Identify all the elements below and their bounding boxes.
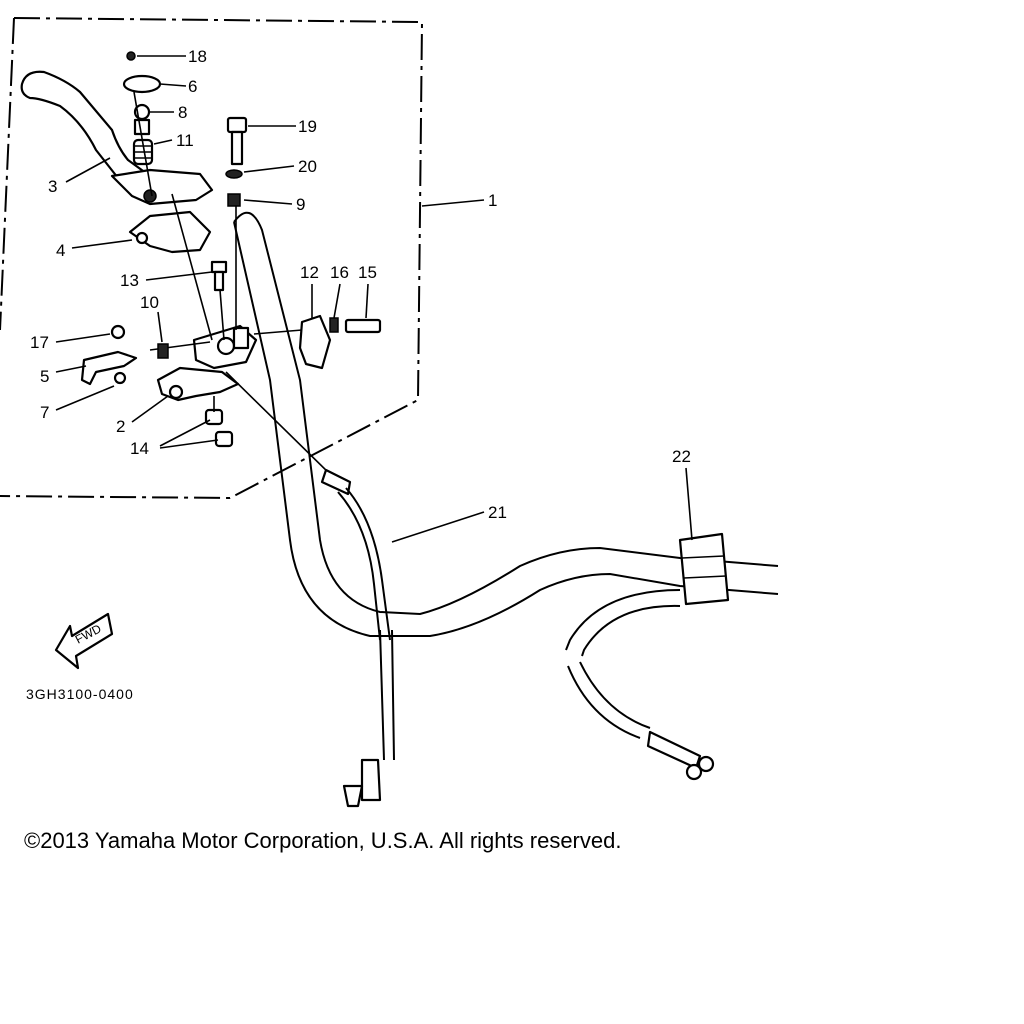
callout-8: 8 bbox=[178, 103, 187, 122]
callout-1: 1 bbox=[488, 191, 497, 210]
callout-11: 11 bbox=[176, 131, 194, 150]
bracket bbox=[128, 210, 212, 254]
right-clamp bbox=[298, 314, 382, 370]
callout-17: 17 bbox=[30, 333, 49, 352]
assembly-boundary bbox=[0, 17, 424, 500]
callout-4: 4 bbox=[56, 241, 65, 260]
callout-2: 2 bbox=[116, 417, 125, 436]
callout-12: 12 bbox=[300, 263, 319, 282]
callout-14: 14 bbox=[130, 439, 149, 458]
bolt-19 bbox=[225, 116, 248, 207]
callout-5: 5 bbox=[40, 367, 49, 386]
cable-21 bbox=[320, 468, 395, 808]
callout-22: 22 bbox=[672, 447, 691, 466]
screw-13 bbox=[210, 260, 228, 292]
callout-16: 16 bbox=[330, 263, 349, 282]
callout-19: 19 bbox=[298, 117, 317, 136]
callout-3: 3 bbox=[48, 177, 57, 196]
lever-housing bbox=[110, 168, 214, 206]
callout-13: 13 bbox=[120, 271, 139, 290]
small-lever bbox=[80, 324, 138, 386]
callout-20: 20 bbox=[298, 157, 317, 176]
callout-6: 6 bbox=[188, 77, 197, 96]
diagram-code: 3GH3100-0400 bbox=[26, 686, 134, 702]
switch-22 bbox=[565, 532, 730, 781]
callout-7: 7 bbox=[40, 403, 49, 422]
fwd-arrow-icon: FWD bbox=[54, 612, 114, 670]
assembly-boundary-left bbox=[0, 17, 15, 331]
copyright-notice: ©2013 Yamaha Motor Corporation, U.S.A. A… bbox=[24, 828, 622, 853]
pivot-plate bbox=[122, 51, 162, 136]
callouts: 18 6 8 11 3 4 19 20 9 1 13 10 17 5 7 2 1… bbox=[30, 47, 691, 522]
switch-body bbox=[149, 324, 258, 370]
assembly-lines bbox=[133, 91, 335, 479]
callout-21: 21 bbox=[488, 503, 507, 522]
callout-15: 15 bbox=[358, 263, 377, 282]
callout-9: 9 bbox=[296, 195, 305, 214]
handlebar bbox=[233, 211, 779, 637]
callout-leaders bbox=[55, 55, 693, 543]
callout-18: 18 bbox=[188, 47, 207, 66]
callout-10: 10 bbox=[140, 293, 159, 312]
